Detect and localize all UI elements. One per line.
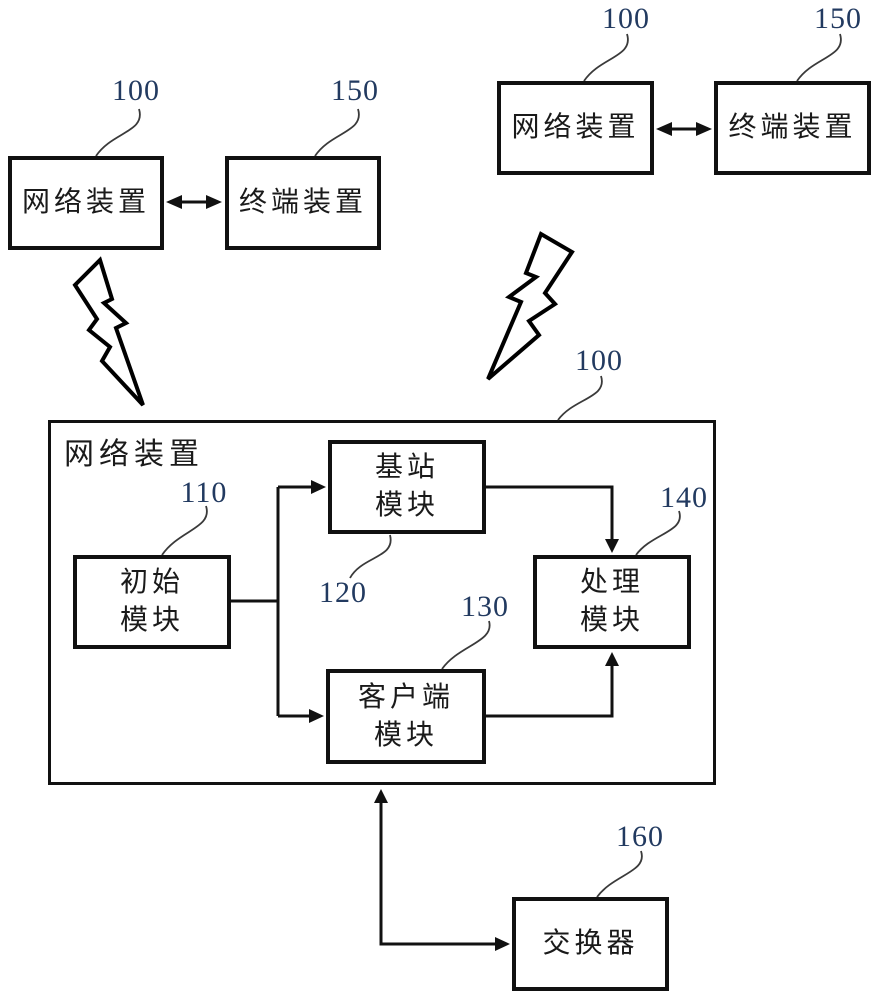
connector-container-to-switch xyxy=(379,801,500,946)
leader-140 xyxy=(635,510,681,556)
connector-base-to-processing xyxy=(484,485,614,545)
client-module-box: 客户端 模块 xyxy=(326,669,486,764)
ref-label-140: 140 xyxy=(660,481,708,514)
ref-label-130: 130 xyxy=(461,590,509,623)
box-label: 网络装置 xyxy=(511,112,640,143)
ref-label-150-top-left: 150 xyxy=(331,74,379,107)
ref-label-150-top-right: 150 xyxy=(814,2,862,35)
ref-label-100-top-right: 100 xyxy=(602,2,650,35)
top-right-terminal-device-box: 终端装置 xyxy=(714,81,871,175)
processing-module-box: 处理 模块 xyxy=(533,555,691,649)
leader-160 xyxy=(596,850,643,898)
box-label-line1: 基站 xyxy=(374,452,439,483)
top-left-network-device-box: 网络装置 xyxy=(8,156,164,250)
base-station-module-box: 基站 模块 xyxy=(328,440,486,534)
arrowhead-right-icon xyxy=(309,709,324,723)
leader-tr-100 xyxy=(583,33,629,82)
ref-label-120: 120 xyxy=(319,576,367,609)
arrowhead-right-icon xyxy=(206,195,222,209)
init-module-box: 初始 模块 xyxy=(73,555,231,649)
box-label-line2: 模块 xyxy=(579,605,644,636)
arrowhead-right-icon xyxy=(311,480,326,494)
arrowhead-up-icon xyxy=(374,789,388,803)
box-label: 交换器 xyxy=(542,928,639,959)
ref-label-100-container: 100 xyxy=(575,344,623,377)
box-label-line1: 初始 xyxy=(119,567,184,598)
switch-box: 交换器 xyxy=(512,897,669,991)
connector-lines xyxy=(181,127,697,946)
reference-leader-lines xyxy=(95,33,842,898)
box-label-line2: 模块 xyxy=(373,719,438,751)
wireless-link-symbols xyxy=(72,231,575,407)
arrowhead-right-icon xyxy=(696,122,712,136)
lightning-bolt-right-icon xyxy=(486,231,575,381)
arrowhead-up-icon xyxy=(605,652,619,666)
ref-label-160: 160 xyxy=(616,820,664,853)
arrowheads xyxy=(166,122,712,951)
box-label: 网络装置 xyxy=(21,187,150,218)
ref-label-110: 110 xyxy=(180,476,228,509)
leader-main-100 xyxy=(557,375,603,421)
box-label-line1: 客户端 xyxy=(357,681,454,713)
box-label: 终端装置 xyxy=(728,112,857,143)
arrowhead-left-icon xyxy=(166,195,182,209)
top-right-network-device-box: 网络装置 xyxy=(497,81,654,175)
box-label-line2: 模块 xyxy=(374,490,439,521)
arrowhead-right-icon xyxy=(495,937,510,951)
top-left-terminal-device-box: 终端装置 xyxy=(225,156,381,250)
connector-client-to-processing xyxy=(484,660,614,718)
leader-110 xyxy=(161,505,208,556)
leader-tr-150 xyxy=(796,33,842,82)
lightning-bolt-left-icon xyxy=(72,256,145,407)
box-label-line2: 模块 xyxy=(119,605,184,636)
arrowhead-down-icon xyxy=(605,539,619,553)
ref-label-100-top-left: 100 xyxy=(112,74,160,107)
box-label-line1: 处理 xyxy=(579,567,644,598)
leader-tl-100 xyxy=(95,108,141,157)
leader-tl-150 xyxy=(314,108,360,157)
box-label: 终端装置 xyxy=(238,187,367,218)
arrowhead-left-icon xyxy=(656,122,672,136)
leader-130 xyxy=(441,620,491,670)
leader-120 xyxy=(349,534,392,579)
network-device-container-label: 网络装置 xyxy=(64,438,204,471)
